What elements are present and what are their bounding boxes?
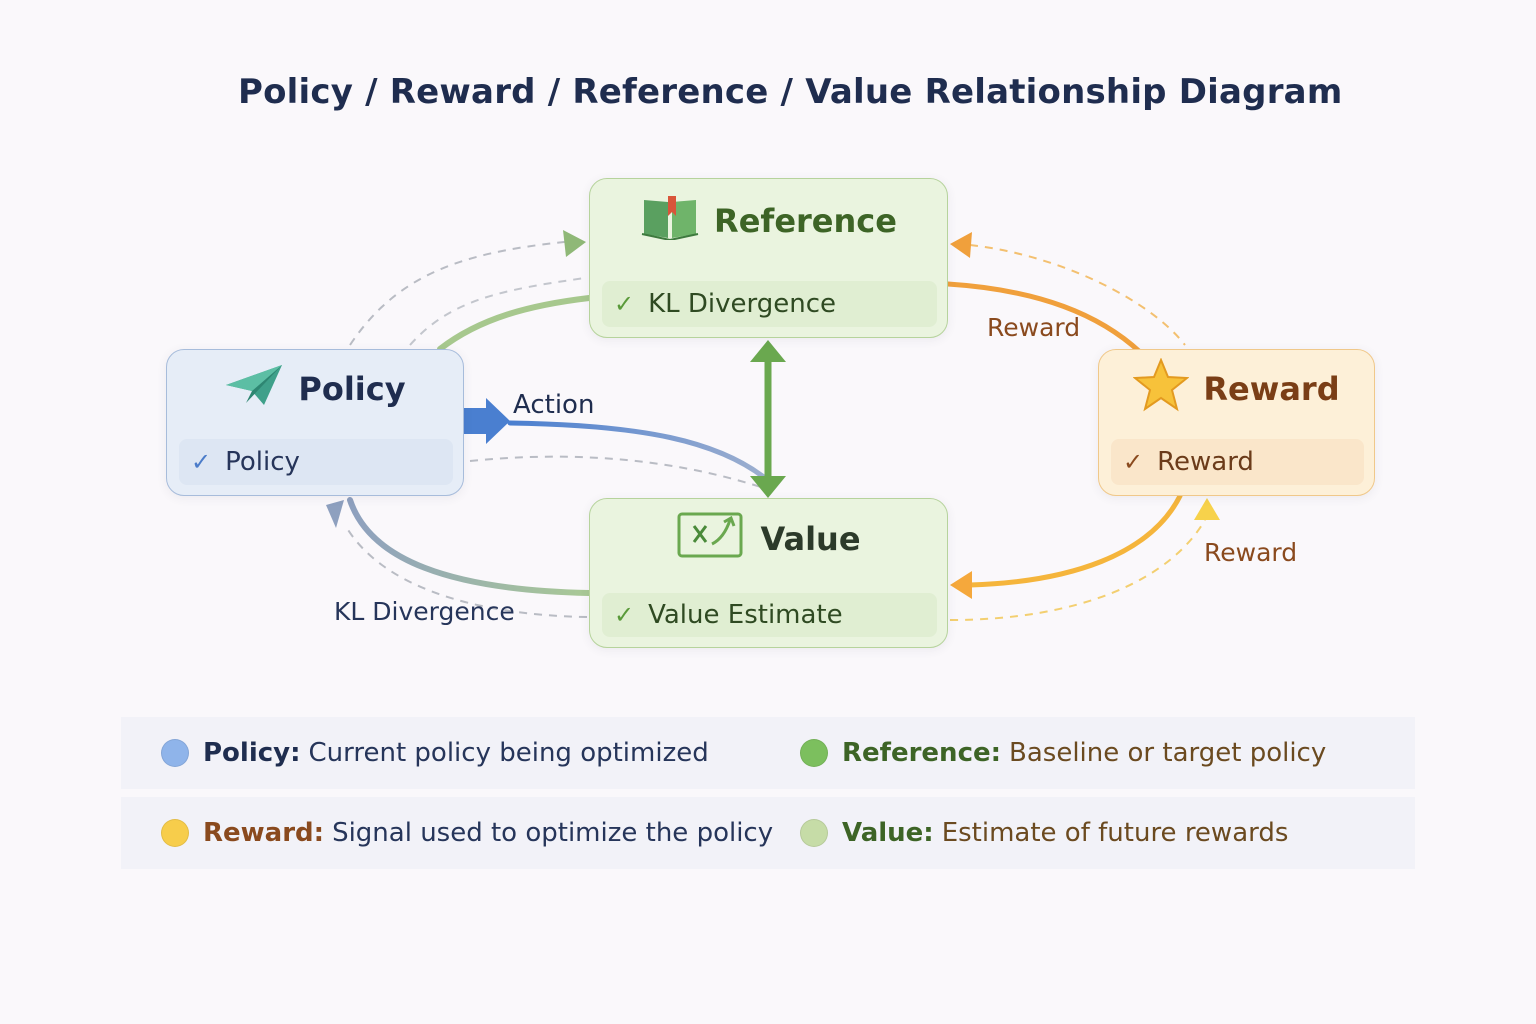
reward-item: ✓ Reward xyxy=(1111,439,1364,485)
reference-item-label: KL Divergence xyxy=(648,289,837,319)
value-title: Value xyxy=(760,520,861,558)
edge-value-reward-dashed xyxy=(949,519,1206,621)
edge-action-head xyxy=(464,398,510,444)
legend-row-2: Reward: Signal used to optimize the poli… xyxy=(121,797,1415,869)
edge-label-reward-top: Reward xyxy=(987,313,1081,342)
policy-title: Policy xyxy=(298,370,406,408)
policy-item-label: Policy xyxy=(225,447,300,477)
value-header: Value xyxy=(590,499,947,579)
reference-item: ✓ KL Divergence xyxy=(602,281,937,327)
edge-reward-reference-solid xyxy=(945,281,1143,355)
check-icon: ✓ xyxy=(1123,448,1144,476)
edge-label-reward-bottom: Reward xyxy=(1204,538,1298,567)
legend-dot-reference xyxy=(800,739,828,767)
legend-row-1: Policy: Current policy being optimized R… xyxy=(121,717,1415,789)
edge-label-kl-divergence: KL Divergence xyxy=(334,597,515,626)
arrowhead-up xyxy=(750,340,786,362)
chart-board-icon xyxy=(676,510,746,568)
legend-desc-value: Estimate of future rewards xyxy=(941,818,1289,848)
reward-header: Reward xyxy=(1099,350,1374,428)
value-item-label: Value Estimate xyxy=(648,600,843,630)
diagram-title: Policy / Reward / Reference / Value Rela… xyxy=(238,72,1343,112)
edge-value-policy-solid xyxy=(347,497,592,596)
reward-title: Reward xyxy=(1203,370,1340,408)
legend-dot-reward xyxy=(161,819,189,847)
edge-policy-reference-dashed xyxy=(349,239,586,346)
edge-reward-value-solid xyxy=(967,493,1183,588)
reward-item-label: Reward xyxy=(1157,447,1254,477)
reference-header: Reference xyxy=(590,179,947,263)
paper-plane-icon xyxy=(224,363,284,415)
check-icon: ✓ xyxy=(614,601,635,629)
legend-desc-reference: Baseline or target policy xyxy=(1009,738,1327,768)
arrowhead-value-right xyxy=(950,571,972,599)
edge-value-policy-dashed xyxy=(344,524,588,618)
book-icon xyxy=(640,194,700,248)
policy-item: ✓ Policy xyxy=(179,439,453,485)
arrowhead-reference-right xyxy=(950,232,972,258)
edge-policy-reference-dashed-2 xyxy=(409,277,586,346)
legend-name-reward: Reward: xyxy=(203,818,325,848)
legend-item-reference: Reference: Baseline or target policy xyxy=(800,717,1326,789)
legend-name-policy: Policy: xyxy=(203,738,301,768)
edge-label-action: Action xyxy=(513,390,595,420)
edge-reference-policy-solid xyxy=(437,295,592,352)
legend-item-policy: Policy: Current policy being optimized xyxy=(161,717,709,789)
policy-node[interactable]: Policy ✓ Policy xyxy=(166,349,464,496)
arrowhead-down xyxy=(750,476,786,498)
reference-title: Reference xyxy=(714,202,897,240)
edge-policy-value-dashed xyxy=(469,455,771,491)
legend-dot-value xyxy=(800,819,828,847)
legend-item-value: Value: Estimate of future rewards xyxy=(800,797,1288,869)
arrowhead-reference-left xyxy=(563,230,586,257)
check-icon: ✓ xyxy=(191,448,212,476)
value-item: ✓ Value Estimate xyxy=(602,593,937,637)
policy-header: Policy xyxy=(167,350,463,428)
legend-dot-policy xyxy=(161,739,189,767)
legend-desc-reward: Signal used to optimize the policy xyxy=(332,818,774,848)
legend-item-reward: Reward: Signal used to optimize the poli… xyxy=(161,797,773,869)
check-icon: ✓ xyxy=(614,290,635,318)
edge-action xyxy=(507,420,773,485)
reward-node[interactable]: Reward ✓ Reward xyxy=(1098,349,1375,496)
legend-desc-policy: Current policy being optimized xyxy=(308,738,709,768)
reference-node[interactable]: Reference ✓ KL Divergence xyxy=(589,178,948,338)
edge-reward-reference-dashed xyxy=(969,244,1186,346)
arrowhead-reward-bottom xyxy=(1194,498,1220,520)
legend-name-reference: Reference: xyxy=(842,738,1002,768)
arrowhead-policy-bottom xyxy=(326,500,344,528)
legend-name-value: Value: xyxy=(842,818,934,848)
star-icon xyxy=(1132,357,1191,420)
value-node[interactable]: Value ✓ Value Estimate xyxy=(589,498,948,648)
